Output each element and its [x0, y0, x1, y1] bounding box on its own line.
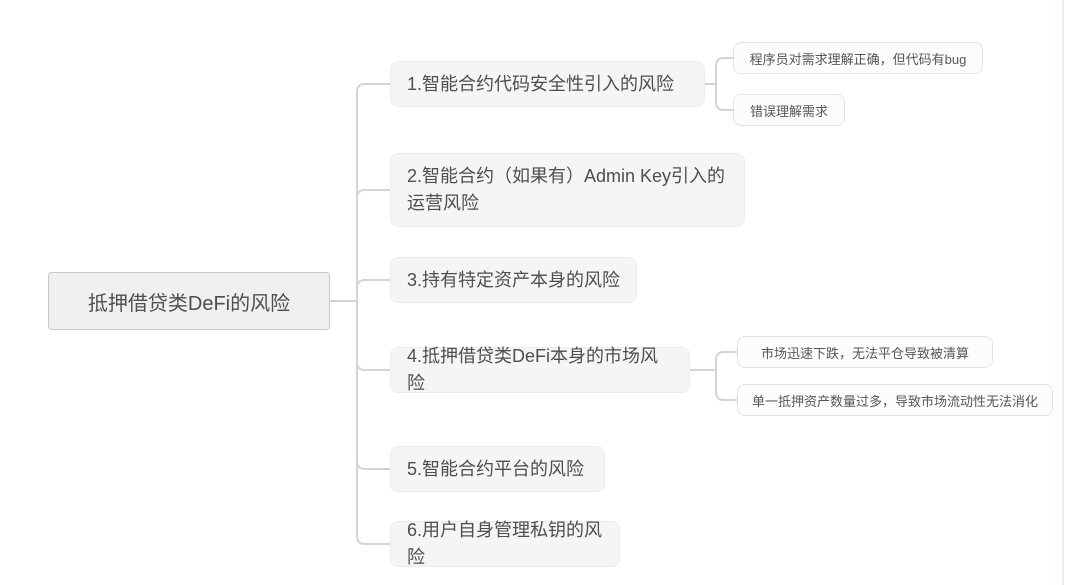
connector-branch3 [356, 279, 391, 289]
connector-branch5 [356, 460, 391, 470]
branch-node-label: 1.智能合约代码安全性引入的风险 [407, 73, 675, 94]
leaf-node-label: 单一抵押资产数量过多，导致市场流动性无法消化 [751, 393, 1038, 409]
branch-node-4[interactable]: 4.抵押借贷类DeFi本身的市场风险 [390, 346, 690, 393]
branch-node-6[interactable]: 6.用户自身管理私钥的风险 [390, 520, 620, 567]
leaf-node-4-2[interactable]: 单一抵押资产数量过多，导致市场流动性无法消化 [737, 384, 1053, 416]
connector-branch1-children [715, 57, 734, 111]
page-edge-divider [1062, 0, 1064, 585]
branch-node-3[interactable]: 3.持有特定资产本身的风险 [390, 257, 637, 303]
branch-node-label: 2.智能合约（如果有）Admin Key引入的运营风险 [407, 166, 726, 213]
leaf-node-label: 程序员对需求理解正确，但代码有bug [749, 51, 967, 67]
branch-node-label: 3.持有特定资产本身的风险 [407, 269, 621, 290]
branch-node-label: 4.抵押借贷类DeFi本身的市场风险 [407, 346, 659, 393]
connector-branch2 [356, 189, 391, 199]
branch-node-label: 6.用户自身管理私钥的风险 [407, 520, 603, 567]
leaf-node-label: 市场迅速下跌，无法平仓导致被清算 [760, 345, 969, 361]
connector-branch4-children [715, 351, 738, 401]
branch-node-5[interactable]: 5.智能合约平台的风险 [390, 446, 605, 492]
branch-node-2[interactable]: 2.智能合约（如果有）Admin Key引入的运营风险 [390, 153, 745, 227]
leaf-node-4-1[interactable]: 市场迅速下跌，无法平仓导致被清算 [737, 336, 993, 368]
root-node[interactable]: 抵押借贷类DeFi的风险 [48, 272, 330, 330]
leaf-node-1-1[interactable]: 程序员对需求理解正确，但代码有bug [733, 42, 983, 74]
branch-node-label: 5.智能合约平台的风险 [407, 458, 585, 479]
root-node-label: 抵押借贷类DeFi的风险 [87, 292, 291, 315]
leaf-node-1-2[interactable]: 错误理解需求 [733, 94, 845, 126]
leaf-node-label: 错误理解需求 [749, 103, 828, 119]
branch-node-1[interactable]: 1.智能合约代码安全性引入的风险 [390, 61, 705, 107]
connector-branch4 [356, 361, 391, 371]
connector-trunk [356, 83, 391, 545]
